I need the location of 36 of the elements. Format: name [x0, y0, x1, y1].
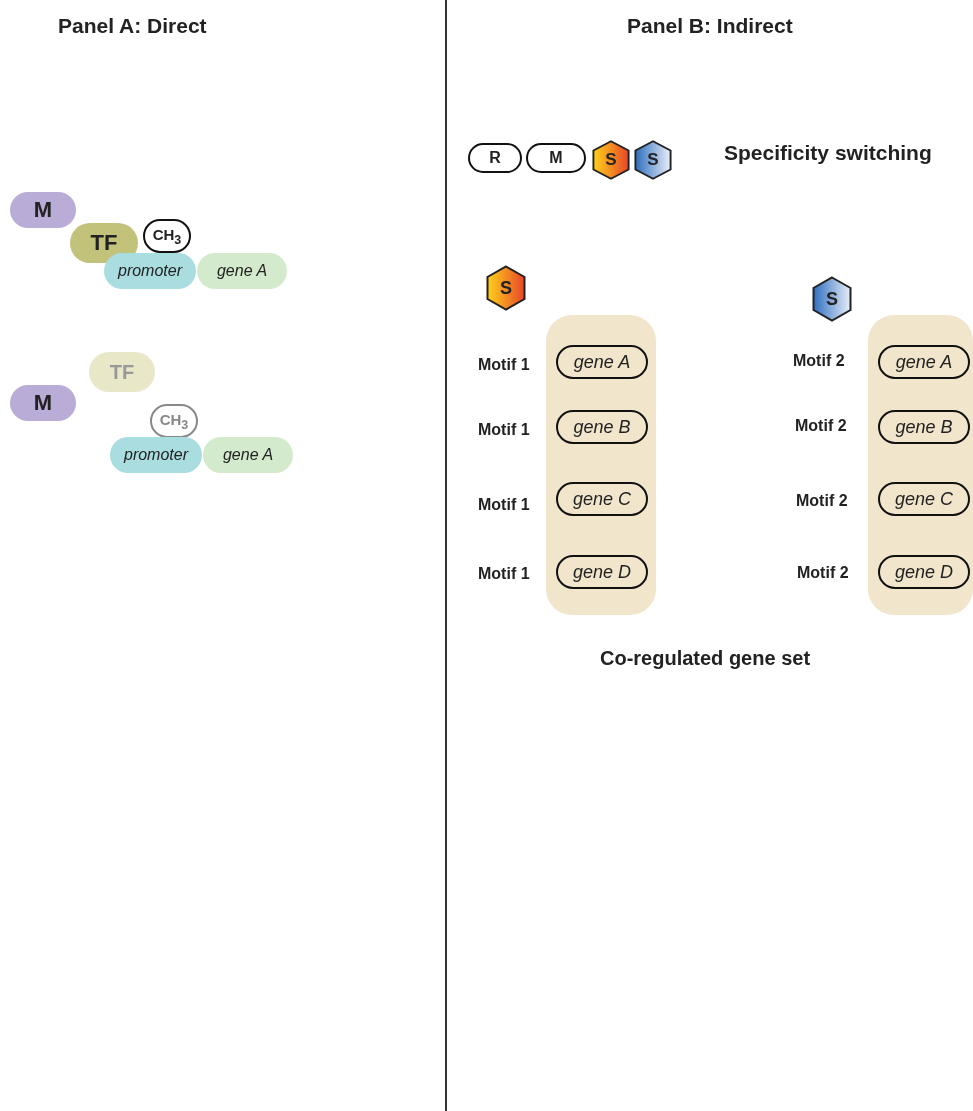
protein-pill: TF: [70, 223, 138, 263]
gene-pill: gene B: [556, 410, 648, 444]
motif-label: Motif 1: [478, 565, 530, 583]
gene-pill: gene C: [878, 482, 970, 516]
protein-pill: TF: [89, 352, 155, 392]
hexagon-symbol: S: [634, 140, 672, 180]
motif-label: Motif 1: [478, 356, 530, 374]
gene-pill: gene D: [556, 555, 648, 589]
motif-label: Motif 2: [797, 564, 849, 582]
motif-label: Motif 1: [478, 421, 530, 439]
gene-pill: gene D: [878, 555, 970, 589]
gene-pill: gene B: [878, 410, 970, 444]
panel-heading: Panel A: Direct: [58, 14, 207, 38]
caption-text: Co-regulated gene set: [600, 647, 811, 670]
gene-pill: gene A: [556, 345, 648, 379]
motif-label: Motif 2: [795, 417, 847, 435]
panel-heading: Panel B: Indirect: [627, 14, 793, 38]
gene-region: gene A: [197, 253, 287, 289]
section-heading: Specificity switching: [724, 141, 932, 165]
gene-pill: gene A: [878, 345, 970, 379]
gene-set-panel: [546, 315, 656, 615]
gene-pill: gene C: [556, 482, 648, 516]
promoter-region: promoter: [104, 253, 196, 289]
protein-pill: R: [468, 143, 522, 173]
hexagon-symbol: S: [812, 276, 852, 322]
hexagon-symbol: S: [486, 265, 526, 311]
hexagon-symbol: S: [592, 140, 630, 180]
motif-label: Motif 1: [478, 496, 530, 514]
motif-label: Motif 2: [796, 492, 848, 510]
protein-pill: M: [10, 192, 76, 228]
protein-pill: M: [10, 385, 76, 421]
protein-pill: M: [526, 143, 586, 173]
promoter-region: promoter: [110, 437, 202, 473]
gene-region: gene A: [203, 437, 293, 473]
gene-set-panel: [868, 315, 973, 615]
motif-label: Motif 2: [793, 352, 845, 370]
